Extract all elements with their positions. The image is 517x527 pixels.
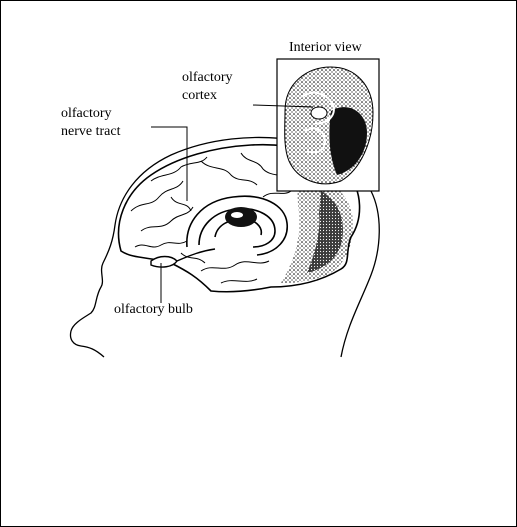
olfactory-cortex-label: olfactory cortex — [182, 69, 262, 105]
olfactory-bulb-shape — [151, 257, 177, 268]
interior-view-label: Interior view — [289, 39, 362, 57]
olfactory-nerve-tract-label-line2: nerve tract — [61, 123, 151, 141]
olfactory-cortex-label-line1: olfactory — [182, 69, 262, 87]
olfactory-cortex-label-line2: cortex — [182, 87, 262, 105]
olfactory-nerve-tract-label: olfactory nerve tract — [61, 105, 151, 141]
olfactory-bulb-label: olfactory bulb — [114, 301, 193, 319]
olfactory-nerve-tract-label-line1: olfactory — [61, 105, 151, 123]
limbic-core-highlight — [231, 212, 243, 218]
